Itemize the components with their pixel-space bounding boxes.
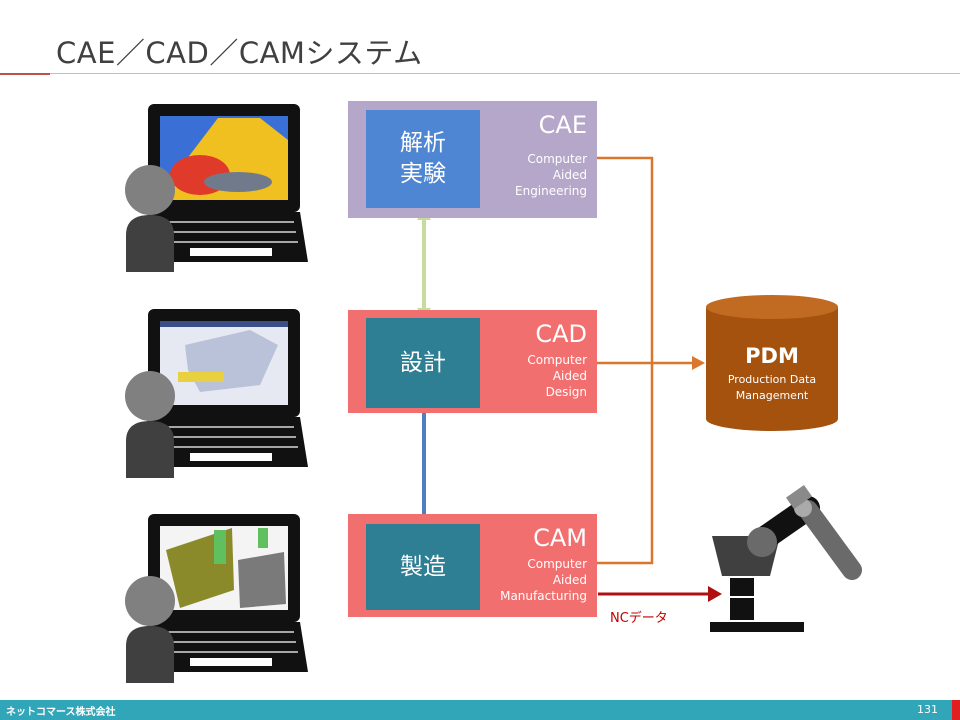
footer-company: ネットコマース株式会社	[6, 707, 116, 718]
cae-abbr: CAE	[538, 111, 587, 139]
footer-bar: ネットコマース株式会社 131	[0, 700, 960, 720]
pdm-abbr: PDM	[745, 344, 799, 368]
title-accent-rule	[0, 73, 50, 75]
cae-inner-label: 解析 実験	[366, 110, 480, 208]
cad-inner-label: 設計	[366, 318, 480, 408]
cae-cad-link	[417, 208, 431, 320]
cam-fullname: Computer Aided Manufacturing	[500, 557, 587, 603]
laptop-icon	[140, 514, 308, 672]
page-number: 131	[917, 703, 938, 716]
robot-arm-icon	[710, 484, 862, 632]
cam-box: 製造 CAM Computer Aided Manufacturing	[348, 514, 597, 617]
person-icon	[125, 165, 175, 272]
pdm-line2: Management	[735, 389, 809, 402]
cad-abbr: CAD	[535, 320, 587, 348]
cae-fullname: Computer Aided Engineering	[515, 152, 587, 198]
database-cylinder-icon	[706, 295, 838, 431]
cae-box: 解析 実験 CAE Computer Aided Engineering	[348, 101, 597, 218]
laptop-icon	[140, 104, 308, 262]
pdm-line1: Production Data	[727, 373, 817, 386]
slide-title: CAE／CAD／CAMシステム	[56, 36, 423, 70]
cad-box: 設計 CAD Computer Aided Design	[348, 310, 597, 413]
person-icon	[125, 371, 175, 478]
title-rule	[50, 73, 960, 74]
laptop-icon	[140, 309, 308, 467]
cam-inner-label: 製造	[366, 524, 480, 610]
cam-abbr: CAM	[533, 524, 587, 552]
cad-fullname: Computer Aided Design	[527, 353, 587, 399]
footer-accent	[952, 700, 960, 720]
pdm-flow-lines	[597, 156, 693, 565]
cad-cam-link	[417, 410, 431, 526]
nc-data-arrow	[598, 586, 722, 602]
pdm-arrow-head	[692, 356, 705, 370]
person-icon	[125, 576, 175, 683]
nc-data-label: NCデータ	[610, 611, 668, 626]
